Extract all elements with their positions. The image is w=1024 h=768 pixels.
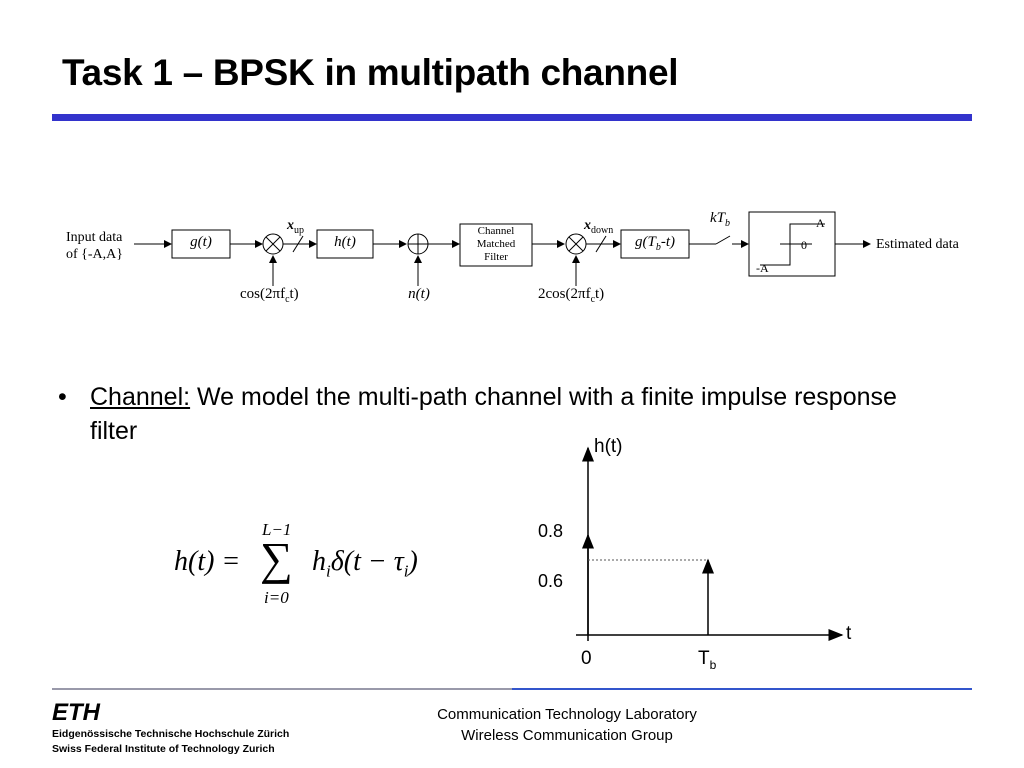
tb-label: T <box>698 648 710 669</box>
noise-label: n(t) <box>408 286 430 302</box>
group-name: Wireless Communication Group <box>461 727 673 744</box>
sampler-sub: b <box>725 218 730 229</box>
bullet-body: We model the multi-path channel with a f… <box>90 383 897 445</box>
title-divider <box>52 114 972 121</box>
formula-lower-limit: i=0 <box>264 588 289 607</box>
bullet-lead: Channel: <box>90 383 191 411</box>
formula-upper-limit: L−1 <box>262 520 292 539</box>
input-label-line1: Input data <box>66 230 123 245</box>
matched-filter-sub: b <box>655 242 661 253</box>
x-axis-label: t <box>846 623 852 644</box>
carrier-down-label: 2cos(2πf <box>538 286 591 302</box>
input-label-line2: of {-A,A} <box>66 247 123 262</box>
formula-tau-sub: i <box>403 561 409 581</box>
channel-label: h(t) <box>334 234 356 250</box>
x-up-sub: up <box>294 224 304 236</box>
decision-low-label: -A <box>756 261 769 275</box>
decision-zero-label: 0 <box>801 238 807 252</box>
tick-label-06: 0.6 <box>538 571 564 591</box>
carrier-up-end: t) <box>289 286 299 302</box>
cmf-label-line1: Channel <box>477 225 515 237</box>
bpsk-block-diagram <box>134 211 871 286</box>
y-axis-label: h(t) <box>594 436 623 457</box>
channel-matched-filter-block <box>459 223 533 267</box>
decision-high-label: A <box>816 216 825 230</box>
footer-divider-right <box>512 688 972 690</box>
x-down-sub: down <box>591 224 614 236</box>
carrier-down-end: t) <box>595 286 605 302</box>
impulse-plot-svg <box>576 446 844 641</box>
tick-label-08: 0.8 <box>538 521 564 541</box>
footer-divider-left <box>52 688 512 690</box>
formula-close: ) <box>408 546 418 577</box>
carrier-down-sub: c <box>590 294 596 305</box>
formula-term-h-sub: i <box>326 561 331 581</box>
output-label: Estimated data <box>876 237 959 252</box>
x-up-label: x <box>287 218 294 233</box>
slide-title: Task 1 – BPSK in multipath channel <box>62 52 679 93</box>
sampler-label: kT <box>710 210 725 226</box>
formula-term-h: h <box>312 546 326 577</box>
origin-label: 0 <box>581 648 592 669</box>
carrier-up-sub: c <box>285 294 290 305</box>
institution-line1: Eidgenössische Technische Hochschule Zür… <box>52 728 290 740</box>
impulse-response-plot: h(t) t 0 Tb 0.8 0.6 <box>520 430 880 680</box>
formula-lhs: h(t) = <box>174 546 248 577</box>
shaping-filter-label: g(t) <box>190 234 212 250</box>
matched-filter-end: -t) <box>660 234 675 250</box>
tb-sub: b <box>709 657 717 672</box>
eth-logo: ETH <box>52 700 101 722</box>
matched-filter-label: g(T <box>634 234 656 250</box>
formula-term-delta: δ(t − τ <box>330 546 404 577</box>
lab-name: Communication Technology Laboratory <box>437 706 697 723</box>
cmf-label-line2: Matched <box>476 238 516 250</box>
bullet-symbol: • <box>58 383 67 411</box>
carrier-up-label: cos(2πf <box>240 286 286 302</box>
institution-line2: Swiss Federal Institute of Technology Zu… <box>52 743 275 755</box>
bullet-text-block: Channel: We model the multi-path channel… <box>90 380 910 448</box>
cmf-label-line3: Filter <box>484 251 508 263</box>
x-down-label: x <box>584 218 591 233</box>
eth-logo-text: ETH <box>52 700 101 722</box>
formula-sum-symbol: ∑ <box>260 533 293 584</box>
channel-formula: h(t) = L−1 ∑ i=0 hiδ(t − τi) <box>170 520 450 610</box>
